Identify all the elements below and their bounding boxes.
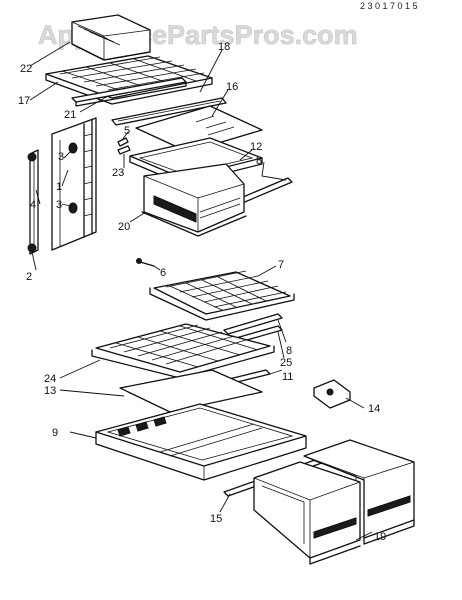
callout-17: 17 [18,95,30,107]
part-4-front-rail[interactable] [29,149,39,255]
callout-21: 21 [64,109,76,121]
part-24-large-wire-shelf[interactable] [91,323,275,379]
callout-24: 24 [44,373,56,385]
callout-14: 14 [368,403,380,415]
part-14-humidity-control[interactable] [313,379,351,409]
leader-lines [29,41,373,541]
callout-labels: 22 17 21 18 16 5 3 12 8 1 23 4 3 20 2 6 … [18,41,386,543]
callout-12: 12 [250,141,262,153]
callout-13: 13 [44,385,56,397]
part-13-crisper-glass[interactable] [119,369,263,413]
part-9-crisper-frame[interactable] [95,403,307,481]
callout-8-upper: 8 [256,155,262,167]
part-7-lower-wire-shelf[interactable] [149,270,295,321]
callout-23: 23 [112,167,124,179]
callout-2: 2 [26,271,32,283]
part-22-top-bin[interactable] [71,14,151,61]
corner-code: 2 3 0 1 7 0 1 5 [360,1,418,11]
part-12-crisper-cover[interactable] [129,137,263,185]
callout-19: 19 [374,531,386,543]
callout-22: 22 [20,63,32,75]
part-6-screw[interactable] [136,258,155,267]
callout-18: 18 [218,41,230,53]
callout-3-upper: 3 [58,151,64,163]
callout-5: 5 [124,125,130,137]
callout-25: 25 [280,357,292,369]
callout-8-lower: 8 [286,345,292,357]
part-18-shelf-track[interactable] [111,97,227,126]
part-20-deli-drawer[interactable] [141,163,247,237]
part-3-lower-bracket[interactable] [68,202,78,214]
callout-20: 20 [118,221,130,233]
part-16-glass-shelf[interactable] [135,105,263,153]
callout-1: 1 [56,181,62,193]
part-19-crisper-drawers[interactable] [253,439,415,565]
callout-16: 16 [226,81,238,93]
callout-4: 4 [30,199,36,211]
callout-9: 9 [52,427,58,439]
callout-7: 7 [278,259,284,271]
callout-3-lower: 3 [56,199,62,211]
callout-11: 11 [282,371,293,383]
part-2-rail-end-caps[interactable] [27,152,37,253]
callout-6: 6 [160,267,166,279]
part-5-pin[interactable] [117,137,129,147]
part-23-clip[interactable] [117,145,131,155]
part-21-shelf-rail[interactable] [71,77,187,107]
part-1-ladder-rail-panel[interactable] [51,117,97,251]
callout-15: 15 [210,513,222,525]
part-17-upper-wire-shelf[interactable] [45,55,213,105]
part-8-lower-side-rail[interactable] [223,313,283,335]
